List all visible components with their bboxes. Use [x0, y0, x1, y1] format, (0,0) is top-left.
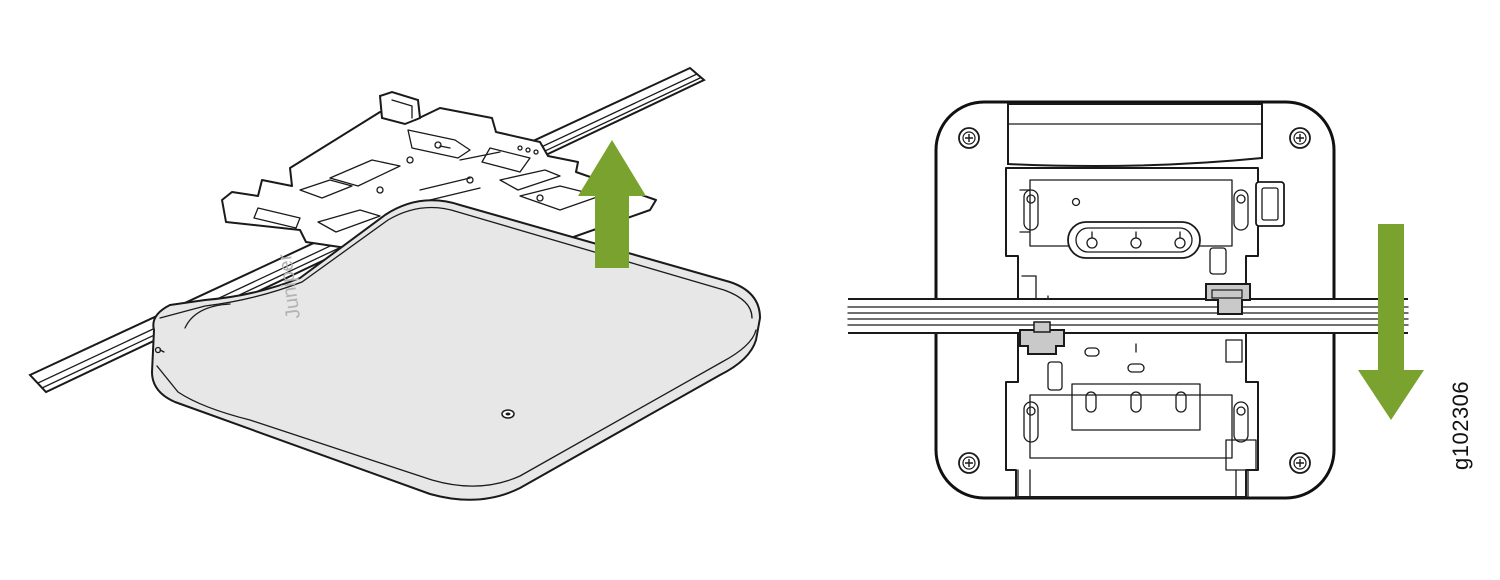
rail-clip: [1019, 321, 1065, 355]
ceiling-rail-horizontal: [847, 298, 1409, 334]
screw-icon: [958, 127, 980, 149]
right-illustration: [847, 100, 1424, 500]
arrow-down-icon: [1358, 224, 1424, 420]
screw-icon: [1289, 127, 1311, 149]
left-illustration: Juniper: [28, 66, 761, 501]
figure-id-label: g102306: [1448, 380, 1473, 470]
screw-icon: [1289, 452, 1311, 474]
screw-icon: [958, 452, 980, 474]
arrow-up-icon: [578, 140, 646, 268]
access-point: Juniper: [151, 199, 761, 501]
rail-clip: [1205, 283, 1251, 315]
